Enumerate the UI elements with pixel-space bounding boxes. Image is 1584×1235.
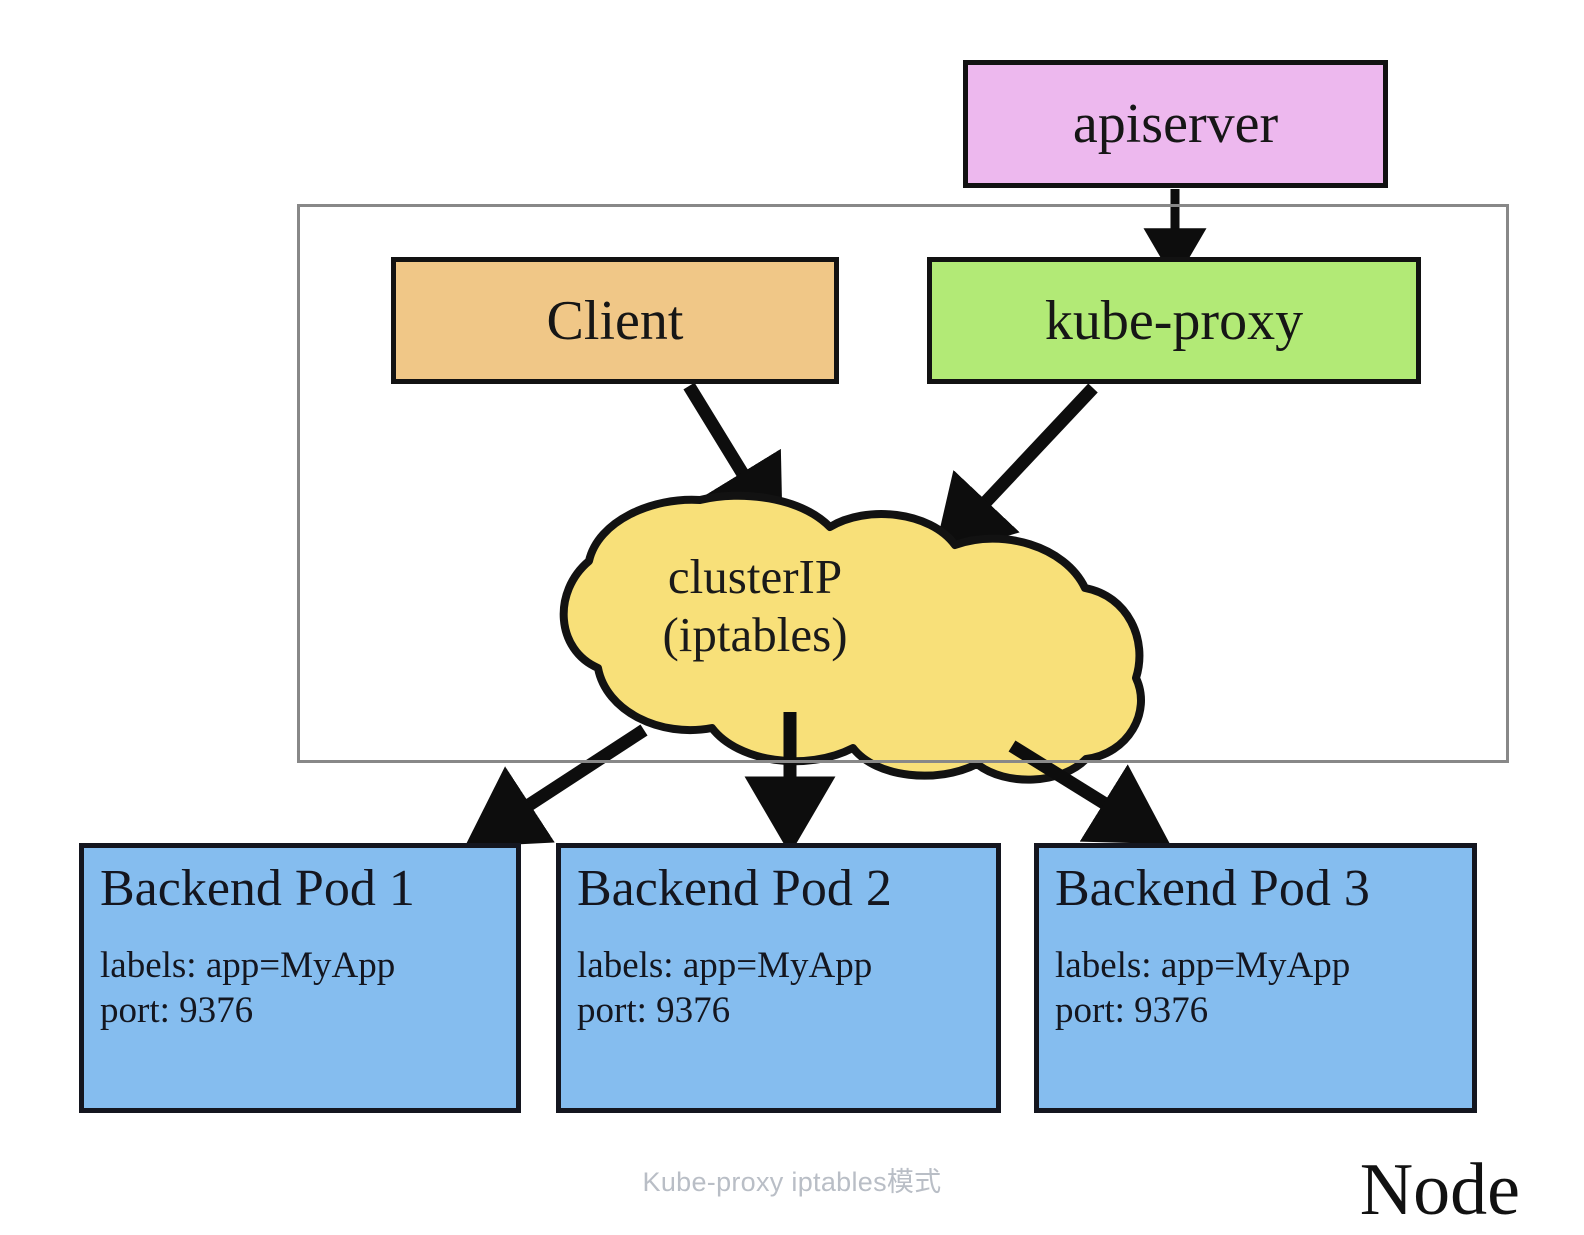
pod-title: Backend Pod 2 xyxy=(577,860,892,917)
pod-labels-line: labels: app=MyApp xyxy=(577,944,873,986)
client-label: Client xyxy=(546,289,684,352)
backend-pod-2[interactable]: Backend Pod 2 labels: app=MyApp port: 93… xyxy=(556,843,1001,1113)
pod-port-line: port: 9376 xyxy=(1055,989,1209,1031)
edge-kube-proxy-to-clusterip xyxy=(933,383,1098,558)
pod-port-line: port: 9376 xyxy=(100,989,254,1031)
clusterip-cloud-shape xyxy=(559,491,1145,784)
pod-labels-line: labels: app=MyApp xyxy=(1055,944,1351,986)
kube-proxy-label: kube-proxy xyxy=(1044,289,1304,352)
node-boundary-box xyxy=(297,204,1509,763)
apiserver-label: apiserver xyxy=(1072,93,1279,155)
edge-clusterip-to-pod-1 xyxy=(464,724,648,847)
backend-pod-3[interactable]: Backend Pod 3 labels: app=MyApp port: 93… xyxy=(1034,843,1477,1113)
edge-clusterip-to-pod-3 xyxy=(1008,740,1170,845)
pod-labels-line: labels: app=MyApp xyxy=(100,944,396,986)
pod-title: Backend Pod 3 xyxy=(1055,860,1370,917)
node-label: Node xyxy=(1359,1149,1520,1231)
pod-port-line: port: 9376 xyxy=(577,989,731,1031)
diagram-caption: Kube-proxy iptables模式 xyxy=(642,1167,942,1197)
client-node[interactable]: Client xyxy=(391,257,839,384)
edge-client-to-clusterip xyxy=(683,382,783,540)
backend-pod-1[interactable]: Backend Pod 1 labels: app=MyApp port: 93… xyxy=(79,843,521,1113)
pod-title: Backend Pod 1 xyxy=(100,860,415,917)
kube-proxy-node[interactable]: kube-proxy xyxy=(927,257,1421,384)
apiserver-node[interactable]: apiserver xyxy=(963,60,1388,188)
